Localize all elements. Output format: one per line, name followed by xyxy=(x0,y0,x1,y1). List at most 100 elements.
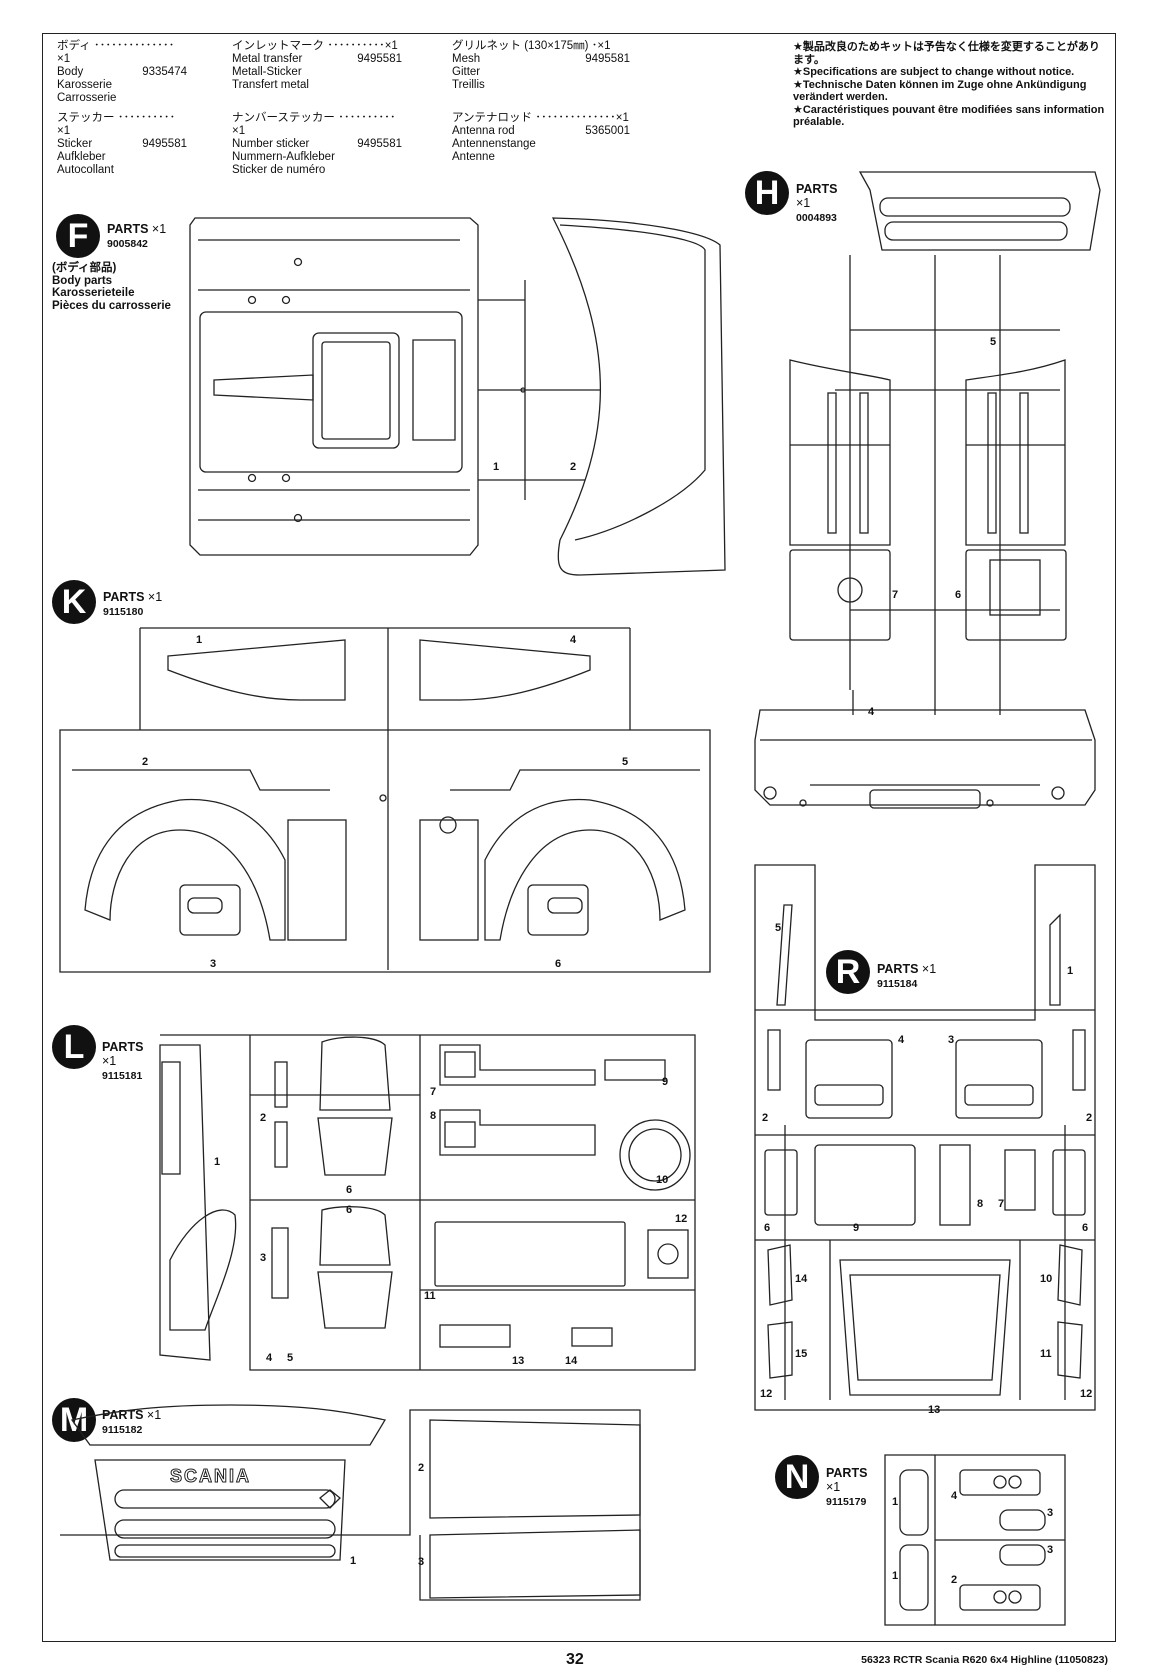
sprue-qty: ×1 xyxy=(147,590,163,604)
part-number: 4 xyxy=(898,1034,905,1046)
sprue-r-drawing xyxy=(754,864,1096,1411)
part-number: 1 xyxy=(892,1570,899,1582)
part-number: 12 xyxy=(1080,1388,1093,1400)
sprue-title-text: PARTS xyxy=(103,590,145,604)
sprue-l-badge: L xyxy=(52,1025,96,1069)
part-number: 5 xyxy=(287,1352,294,1364)
part-number: 1 xyxy=(493,461,500,473)
sprue-k-drawing xyxy=(59,627,711,973)
sprue-h-title: PARTS ×1 0004893 xyxy=(796,182,837,225)
note-jp: ★製品改良のためキットは予告なく仕様を変更することがあります。 xyxy=(793,41,1100,66)
sprue-title-text: PARTS xyxy=(796,182,838,196)
part-name: Transfert metal xyxy=(232,79,309,91)
sprue-code: 9115181 xyxy=(102,1070,143,1082)
note-fr: ★Caractéristiques pouvant être modifiées… xyxy=(793,103,1105,129)
part-number: 8 xyxy=(977,1198,984,1210)
part-number: 3 xyxy=(260,1252,267,1264)
sprue-code: 9115184 xyxy=(877,978,918,990)
note-en: ★Specifications are subject to change wi… xyxy=(793,66,1075,78)
sprue-k-badge: K xyxy=(52,580,96,624)
part-code: 9495581 xyxy=(142,138,187,150)
part-number: 9 xyxy=(853,1222,860,1234)
part-number: 1 xyxy=(350,1555,357,1567)
spec-notes: ★製品改良のためキットは予告なく仕様を変更することがあります。 ★Specifi… xyxy=(793,41,1105,129)
part-name: Antenna rod xyxy=(452,125,515,137)
sprue-f-drawing xyxy=(189,217,726,576)
part-number: 13 xyxy=(512,1355,525,1367)
part-number: 14 xyxy=(565,1355,578,1367)
part-code: 9495581 xyxy=(357,138,402,150)
part-name: Sticker de numéro xyxy=(232,164,326,176)
part-code: 9495581 xyxy=(585,53,630,65)
part-code: 5365001 xyxy=(585,125,630,137)
part-number: 5 xyxy=(775,922,782,934)
sprue-n-badge: N xyxy=(775,1455,819,1499)
part-name: Metall-Sticker xyxy=(232,66,302,78)
sprue-code: 9005842 xyxy=(107,238,148,250)
parts-jp-label: アンテナロッド ･･････････････×1 xyxy=(452,112,629,124)
part-name: Autocollant xyxy=(57,164,114,176)
part-number: 12 xyxy=(760,1388,773,1400)
desc-line: (ボディ部品) xyxy=(52,262,117,274)
part-number: 2 xyxy=(142,756,149,768)
part-name: Sticker xyxy=(57,138,93,150)
desc-line: Karosserieteile xyxy=(52,287,135,299)
parts-list-body: ボディ ･･････････････×1 Body 9335474 Karosse… xyxy=(57,40,187,105)
parts-jp-label: グリルネット (130×175㎜) ･×1 xyxy=(452,40,611,52)
part-name: Aufkleber xyxy=(57,151,106,163)
part-name: Karosserie xyxy=(57,79,112,91)
part-number: 2 xyxy=(418,1462,425,1474)
sprue-code: 9115180 xyxy=(103,606,144,618)
part-name: Antenne xyxy=(452,151,495,163)
part-number: 7 xyxy=(892,589,899,601)
part-number: 6 xyxy=(764,1222,771,1234)
part-number: 10 xyxy=(1040,1273,1053,1285)
parts-jp-label: ステッカー ･･････････×1 xyxy=(57,112,176,137)
part-number: 3 xyxy=(948,1034,955,1046)
parts-list-antenna: アンテナロッド ･･････････････×1 Antenna rod 5365… xyxy=(452,112,630,164)
part-number: 4 xyxy=(951,1490,958,1502)
sprue-qty: ×1 xyxy=(102,1054,117,1068)
sprue-h-drawing xyxy=(754,171,1101,809)
part-number: 2 xyxy=(1086,1112,1093,1124)
sprue-title-text: PARTS xyxy=(102,1408,144,1422)
sprue-code: 0004893 xyxy=(796,212,837,224)
sprue-title-text: PARTS xyxy=(826,1466,868,1480)
sprue-f-badge: F xyxy=(56,214,100,258)
part-name: Body xyxy=(57,66,84,78)
part-number: 2 xyxy=(260,1112,267,1124)
part-number: 11 xyxy=(424,1290,436,1302)
sprue-qty: ×1 xyxy=(151,222,167,236)
part-number: 9 xyxy=(662,1076,669,1088)
sprue-qty: ×1 xyxy=(921,962,937,976)
part-number: 3 xyxy=(1047,1507,1054,1519)
part-number: 12 xyxy=(675,1213,688,1225)
part-number: 2 xyxy=(570,461,577,473)
part-code: 9335474 xyxy=(142,66,187,78)
part-number: 7 xyxy=(430,1086,437,1098)
scania-logo: SCANIA xyxy=(169,1466,252,1487)
page-number: 32 xyxy=(566,1651,584,1668)
footer-product-code: 56323 RCTR Scania R620 6x4 Highline (110… xyxy=(861,1654,1108,1666)
sprue-qty: ×1 xyxy=(146,1408,162,1422)
part-name: Antennenstange xyxy=(452,138,536,150)
note-de: ★Technische Daten können im Zuge ohne An… xyxy=(793,78,1087,104)
part-number: 11 xyxy=(1040,1348,1052,1360)
part-number: 3 xyxy=(418,1556,425,1568)
part-number: 3 xyxy=(210,958,217,970)
part-name: Gitter xyxy=(452,66,481,78)
desc-line: Pièces du carrosserie xyxy=(52,299,171,312)
part-number: 1 xyxy=(214,1156,221,1168)
sprue-l-title: PARTS ×1 9115181 xyxy=(102,1040,143,1083)
parts-jp-label: ボディ ･･････････････×1 xyxy=(57,40,175,65)
sprue-k-title: PARTS ×1 9115180 xyxy=(103,590,162,619)
part-name: Nummern-Aufkleber xyxy=(232,151,335,163)
sprue-r-title: PARTS ×1 9115184 xyxy=(877,962,936,991)
sprue-f-desc: (ボディ部品) Body parts Karosserieteile Pièce… xyxy=(52,262,171,312)
sprue-n-title: PARTS ×1 9115179 xyxy=(826,1466,867,1509)
part-number: 15 xyxy=(795,1348,808,1360)
part-number: 1 xyxy=(892,1496,899,1508)
part-name: Metal transfer xyxy=(232,53,303,65)
